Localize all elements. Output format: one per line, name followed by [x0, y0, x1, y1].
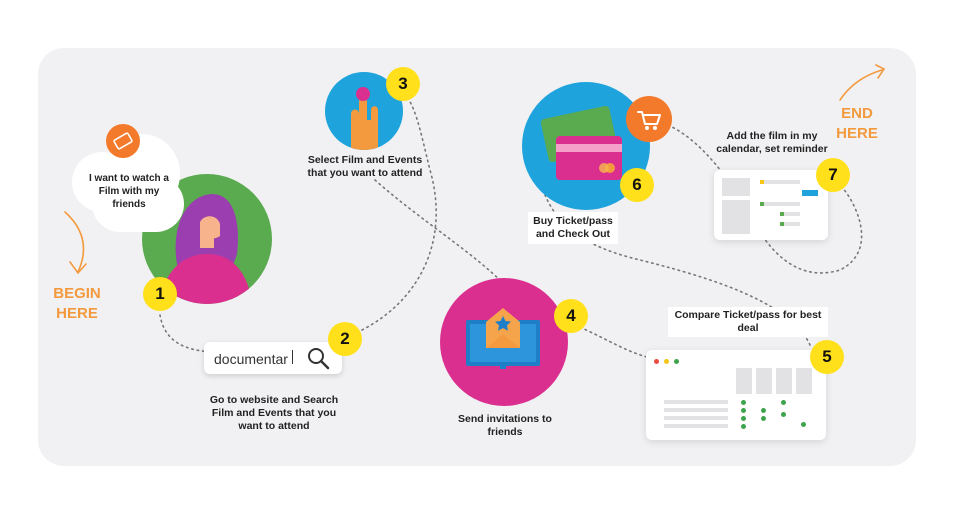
- begin-label-line1: BEGIN: [53, 285, 101, 302]
- list-line: [664, 416, 728, 420]
- woman-icon: [157, 194, 253, 304]
- end-label: END HERE: [824, 104, 890, 144]
- end-arrow: [839, 69, 883, 101]
- price-column: [796, 368, 812, 394]
- calendar-block: [722, 200, 750, 234]
- search-icon[interactable]: [306, 346, 330, 370]
- step-4-badge: 4: [554, 299, 588, 333]
- calendar-line: [760, 202, 800, 206]
- step-3-caption: Select Film and Events that you want to …: [307, 154, 423, 179]
- step-5-badge: 5: [810, 340, 844, 374]
- tap-hand-icon: [351, 87, 378, 150]
- check-dot: [741, 424, 746, 429]
- envelope-icon: [466, 308, 540, 369]
- begin-label: BEGIN HERE: [44, 284, 110, 324]
- step-4-caption: Send invitations to friends: [458, 413, 552, 438]
- calendar-block: [722, 178, 750, 196]
- event-marker: [802, 190, 818, 196]
- check-dot: [781, 412, 786, 417]
- check-dot: [801, 422, 806, 427]
- search-box[interactable]: documentar: [204, 342, 342, 374]
- thought-cloud-base: [92, 176, 184, 232]
- step-7-caption: Add the film in my calendar, set reminde…: [716, 130, 828, 155]
- event-marker: [760, 180, 764, 184]
- cart-icon: [626, 96, 672, 142]
- path-6-to-7: [667, 124, 863, 274]
- begin-label-line2: HERE: [56, 305, 98, 322]
- price-column: [736, 368, 752, 394]
- step-2-caption: Go to website and Search Film and Events…: [209, 394, 339, 432]
- path-3-to-4: [374, 179, 506, 286]
- search-input[interactable]: documentar: [214, 349, 293, 367]
- begin-arrowhead: [69, 261, 87, 275]
- window-maximize-dot: [674, 359, 679, 364]
- window-minimize-dot: [664, 359, 669, 364]
- ticket-icon: [106, 124, 140, 158]
- check-dot: [781, 400, 786, 405]
- calendar-line: [780, 212, 800, 216]
- calendar-card: [714, 170, 828, 240]
- calendar-line: [760, 180, 800, 184]
- path-1-to-2: [159, 314, 211, 353]
- end-arrowhead: [875, 64, 886, 79]
- step-5-caption: Compare Ticket/pass for best deal: [668, 307, 828, 337]
- compare-window: [646, 350, 826, 440]
- text-cursor: [291, 349, 293, 364]
- list-line: [664, 424, 728, 428]
- list-line: [664, 400, 728, 404]
- price-column: [776, 368, 792, 394]
- check-dot: [741, 400, 746, 405]
- list-line: [664, 408, 728, 412]
- window-close-dot: [654, 359, 659, 364]
- end-label-line1: END: [841, 105, 873, 122]
- check-dot: [741, 416, 746, 421]
- step-6-badge: 6: [620, 168, 654, 202]
- event-marker: [780, 212, 784, 216]
- step-2-badge: 2: [328, 322, 362, 356]
- step-3-badge: 3: [386, 67, 420, 101]
- step-7-badge: 7: [816, 158, 850, 192]
- step-4-illustration: [440, 278, 568, 406]
- search-value: documentar: [214, 350, 288, 367]
- step-6-caption: Buy Ticket/pass and Check Out: [528, 212, 618, 244]
- credit-card-icon: [540, 105, 622, 180]
- begin-arrow: [64, 211, 85, 273]
- calendar-line: [780, 222, 800, 226]
- check-dot: [761, 416, 766, 421]
- check-dot: [741, 408, 746, 413]
- step-1-badge: 1: [143, 277, 177, 311]
- end-label-line2: HERE: [836, 125, 878, 142]
- event-marker: [760, 202, 764, 206]
- price-column: [756, 368, 772, 394]
- check-dot: [761, 408, 766, 413]
- event-marker: [780, 222, 784, 226]
- thought-bubble-text: I want to watch a Film with my friends: [88, 173, 169, 210]
